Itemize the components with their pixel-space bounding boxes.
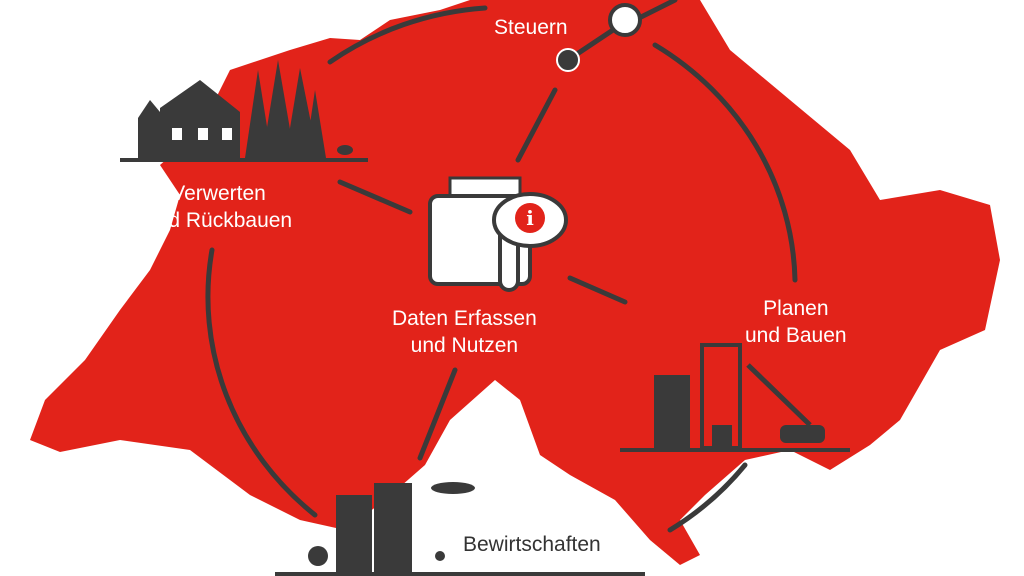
document-info-icon: i [428,176,568,292]
svg-text:i: i [526,206,534,230]
node-white [608,3,642,37]
construction-crane-icon [620,343,850,452]
label-line: Planen [763,297,829,320]
cycle-arc [205,5,798,533]
label-steuern: Steuern [494,16,568,39]
label-line: Verwerten [171,182,266,205]
city-buildings-icon [275,482,645,576]
house-trees-icon [120,60,368,162]
label-line: und Bauen [745,324,847,347]
node-dark [556,48,580,72]
label-line: Daten Erfassen [392,307,537,330]
label-planen: Planen und Bauen [745,295,847,349]
label-bewirtschaften: Bewirtschaften [463,533,601,556]
label-verwerten: Verwerten und Rückbauen [145,180,292,234]
label-line: und Nutzen [410,334,519,357]
label-daten: Daten Erfassen und Nutzen [392,305,537,359]
label-line: und Rückbauen [145,209,293,232]
